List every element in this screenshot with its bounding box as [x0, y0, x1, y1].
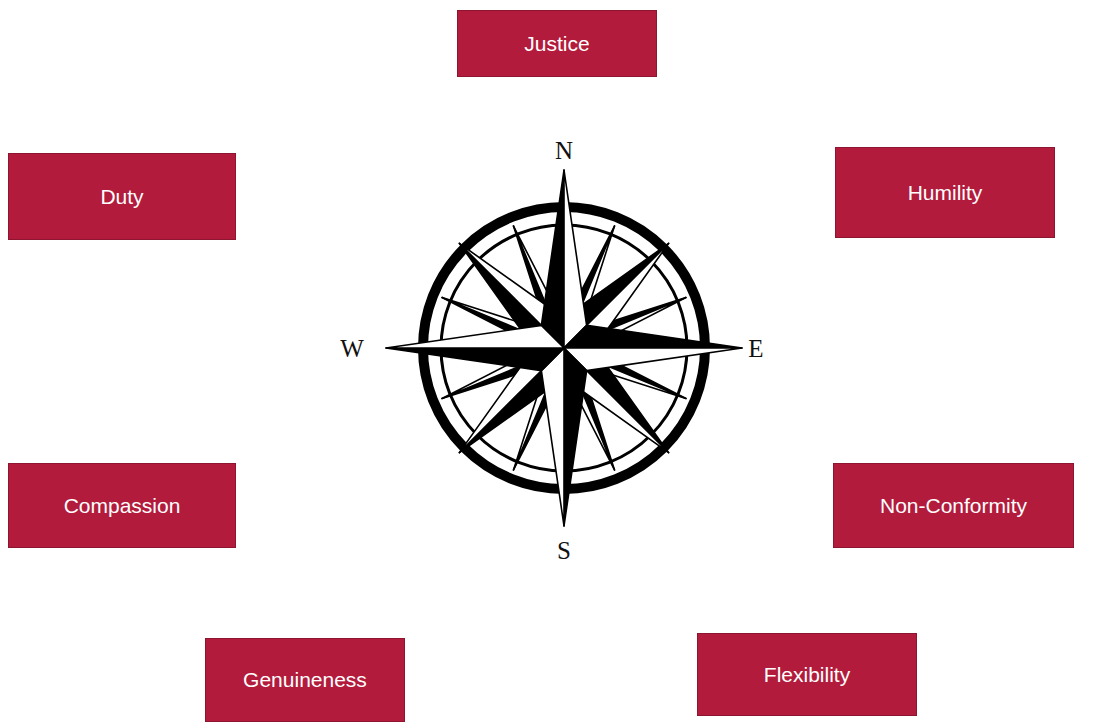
star-points: [386, 170, 742, 526]
cardinal-point: [564, 348, 587, 526]
value-text: Justice: [514, 31, 599, 56]
value-box: Flexibility: [697, 633, 917, 716]
cardinal-point: [386, 325, 564, 348]
value-text: Compassion: [54, 493, 191, 518]
compass-letter: W: [340, 336, 364, 361]
cardinal-point: [564, 348, 742, 371]
value-text: Non-Conformity: [870, 493, 1037, 518]
value-text: Genuineness: [233, 667, 377, 692]
value-text: Flexibility: [754, 662, 860, 687]
cardinal-point: [386, 348, 564, 371]
cardinal-point: [564, 325, 742, 348]
compass-letter: N: [555, 138, 573, 163]
value-box: Duty: [8, 153, 236, 240]
cardinal-point: [541, 170, 564, 348]
value-box: Justice: [457, 10, 657, 77]
value-text: Duty: [90, 184, 153, 209]
value-box: Non-Conformity: [833, 463, 1074, 548]
cardinal-point: [564, 170, 587, 348]
value-box: Humility: [835, 147, 1055, 238]
compass-letter: E: [748, 336, 763, 361]
value-box: Genuineness: [205, 638, 405, 722]
compass-letter: S: [557, 538, 571, 563]
value-text: Humility: [898, 180, 993, 205]
value-box: Compassion: [8, 463, 236, 548]
cardinal-point: [541, 348, 564, 526]
